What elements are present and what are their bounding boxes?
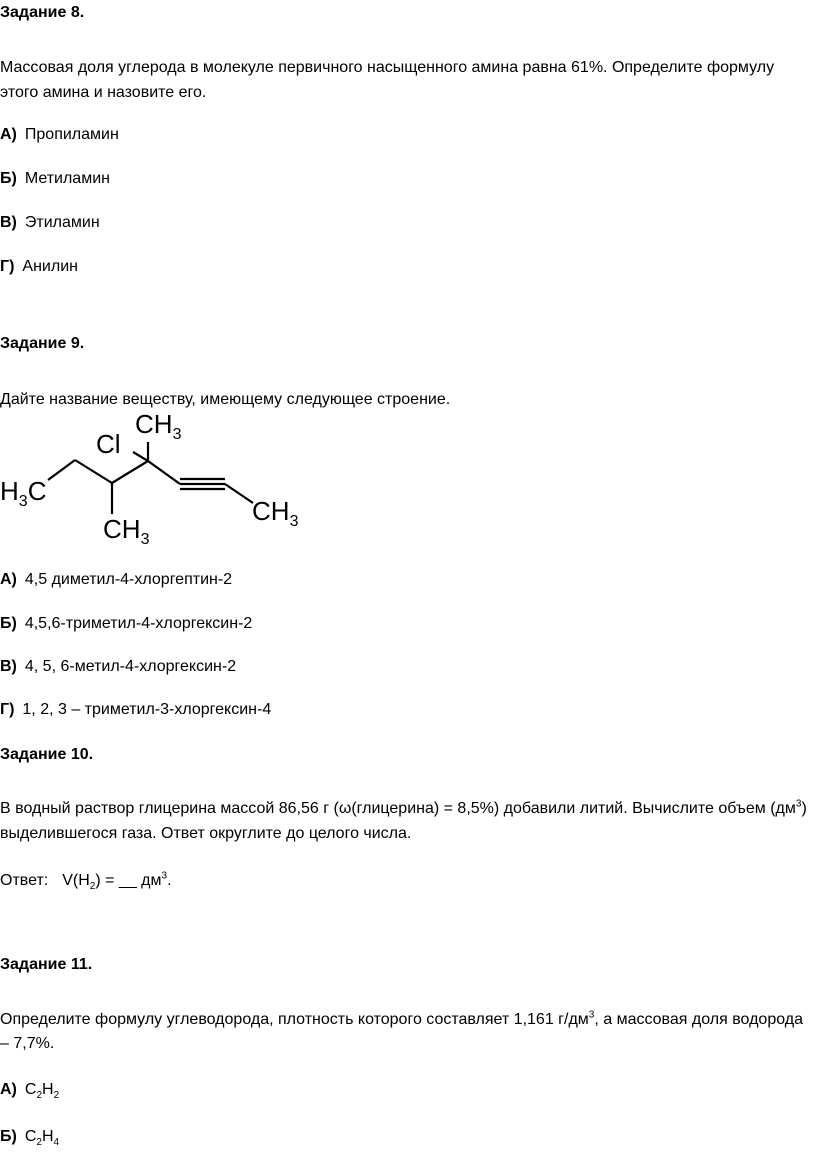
task8-option-d[interactable]: Г) Анилин xyxy=(0,257,78,277)
task8-heading: Задание 8. xyxy=(0,4,85,21)
answer-label: Ответ: xyxy=(0,872,49,889)
task9-option-d[interactable]: Г) 1, 2, 3 – триметил-3-хлоргексин-4 xyxy=(0,700,271,720)
option-label: В) xyxy=(0,658,17,675)
bond xyxy=(47,459,76,481)
task10-question-line2: выделившегося газа. Ответ округлите до ц… xyxy=(0,825,412,842)
option-text: Пропиламин xyxy=(24,126,119,143)
option-formula: C2H2 xyxy=(24,1081,60,1102)
task9-question: Дайте название веществу, имеющему следую… xyxy=(0,391,451,408)
task8-option-a[interactable]: А) Пропиламин xyxy=(0,125,119,145)
option-text: 1, 2, 3 – триметил-3-хлоргексин-4 xyxy=(22,701,272,718)
option-text: 4,5 диметил-4-хлоргептин-2 xyxy=(24,571,233,588)
option-text: Этиламин xyxy=(24,214,100,231)
task8-option-b[interactable]: Б) Метиламин xyxy=(0,169,110,189)
option-label: Б) xyxy=(0,170,17,187)
option-text: 4,5,6-триметил-4-хлоргексин-2 xyxy=(24,615,253,632)
task11-heading: Задание 11. xyxy=(0,956,93,973)
option-text: Метиламин xyxy=(24,170,110,187)
bond xyxy=(147,460,181,485)
task11-option-a[interactable]: А) C2H2 xyxy=(0,1080,60,1102)
bond xyxy=(111,460,149,484)
structural-formula: H3C Cl CH3 CH3 CH3 xyxy=(0,409,299,548)
ch3-right-label: CH3 xyxy=(252,496,299,530)
option-label: Б) xyxy=(0,1128,17,1145)
task10-answer: Ответ:V(H2) = __ дм3. xyxy=(0,870,172,893)
bond xyxy=(224,483,254,504)
task9-option-b[interactable]: Б) 4,5,6-триметил-4-хлоргексин-2 xyxy=(0,614,252,634)
ch3-top-label: CH3 xyxy=(135,409,182,443)
option-label: А) xyxy=(0,1081,17,1098)
task11-question-line2: – 7,7%. xyxy=(0,1035,55,1052)
task9-option-c[interactable]: В) 4, 5, 6-метил-4-хлоргексин-2 xyxy=(0,657,236,677)
option-label: Б) xyxy=(0,615,17,632)
option-label: А) xyxy=(0,126,17,143)
option-label: Г) xyxy=(0,258,15,275)
task10-question-line1: В водный раствор глицерина массой 86,56 … xyxy=(0,798,807,817)
option-text: 4, 5, 6-метил-4-хлоргексин-2 xyxy=(24,658,237,675)
task11-option-b[interactable]: Б) C2H4 xyxy=(0,1127,60,1149)
task8-question-line1: Массовая доля углерода в молекуле первич… xyxy=(0,59,775,76)
option-label: В) xyxy=(0,214,17,231)
task8-question-line2: этого амина и назовите его. xyxy=(0,84,207,101)
bond xyxy=(74,459,113,484)
option-text: Анилин xyxy=(22,258,78,275)
task9-heading: Задание 9. xyxy=(0,335,85,352)
ch3-bottom-label: CH3 xyxy=(103,514,150,548)
task9-option-a[interactable]: А) 4,5 диметил-4-хлоргептин-2 xyxy=(0,570,232,590)
option-label: А) xyxy=(0,571,17,588)
option-formula: C2H4 xyxy=(24,1128,60,1149)
task8-option-c[interactable]: В) Этиламин xyxy=(0,213,100,233)
h3c-label: H3C xyxy=(0,476,46,510)
option-label: Г) xyxy=(0,701,15,718)
bond xyxy=(132,451,149,462)
task11-question-line1: Определите формулу углеводорода, плотнос… xyxy=(0,1009,803,1028)
task10-heading: Задание 10. xyxy=(0,746,94,763)
cl-label: Cl xyxy=(96,429,121,459)
